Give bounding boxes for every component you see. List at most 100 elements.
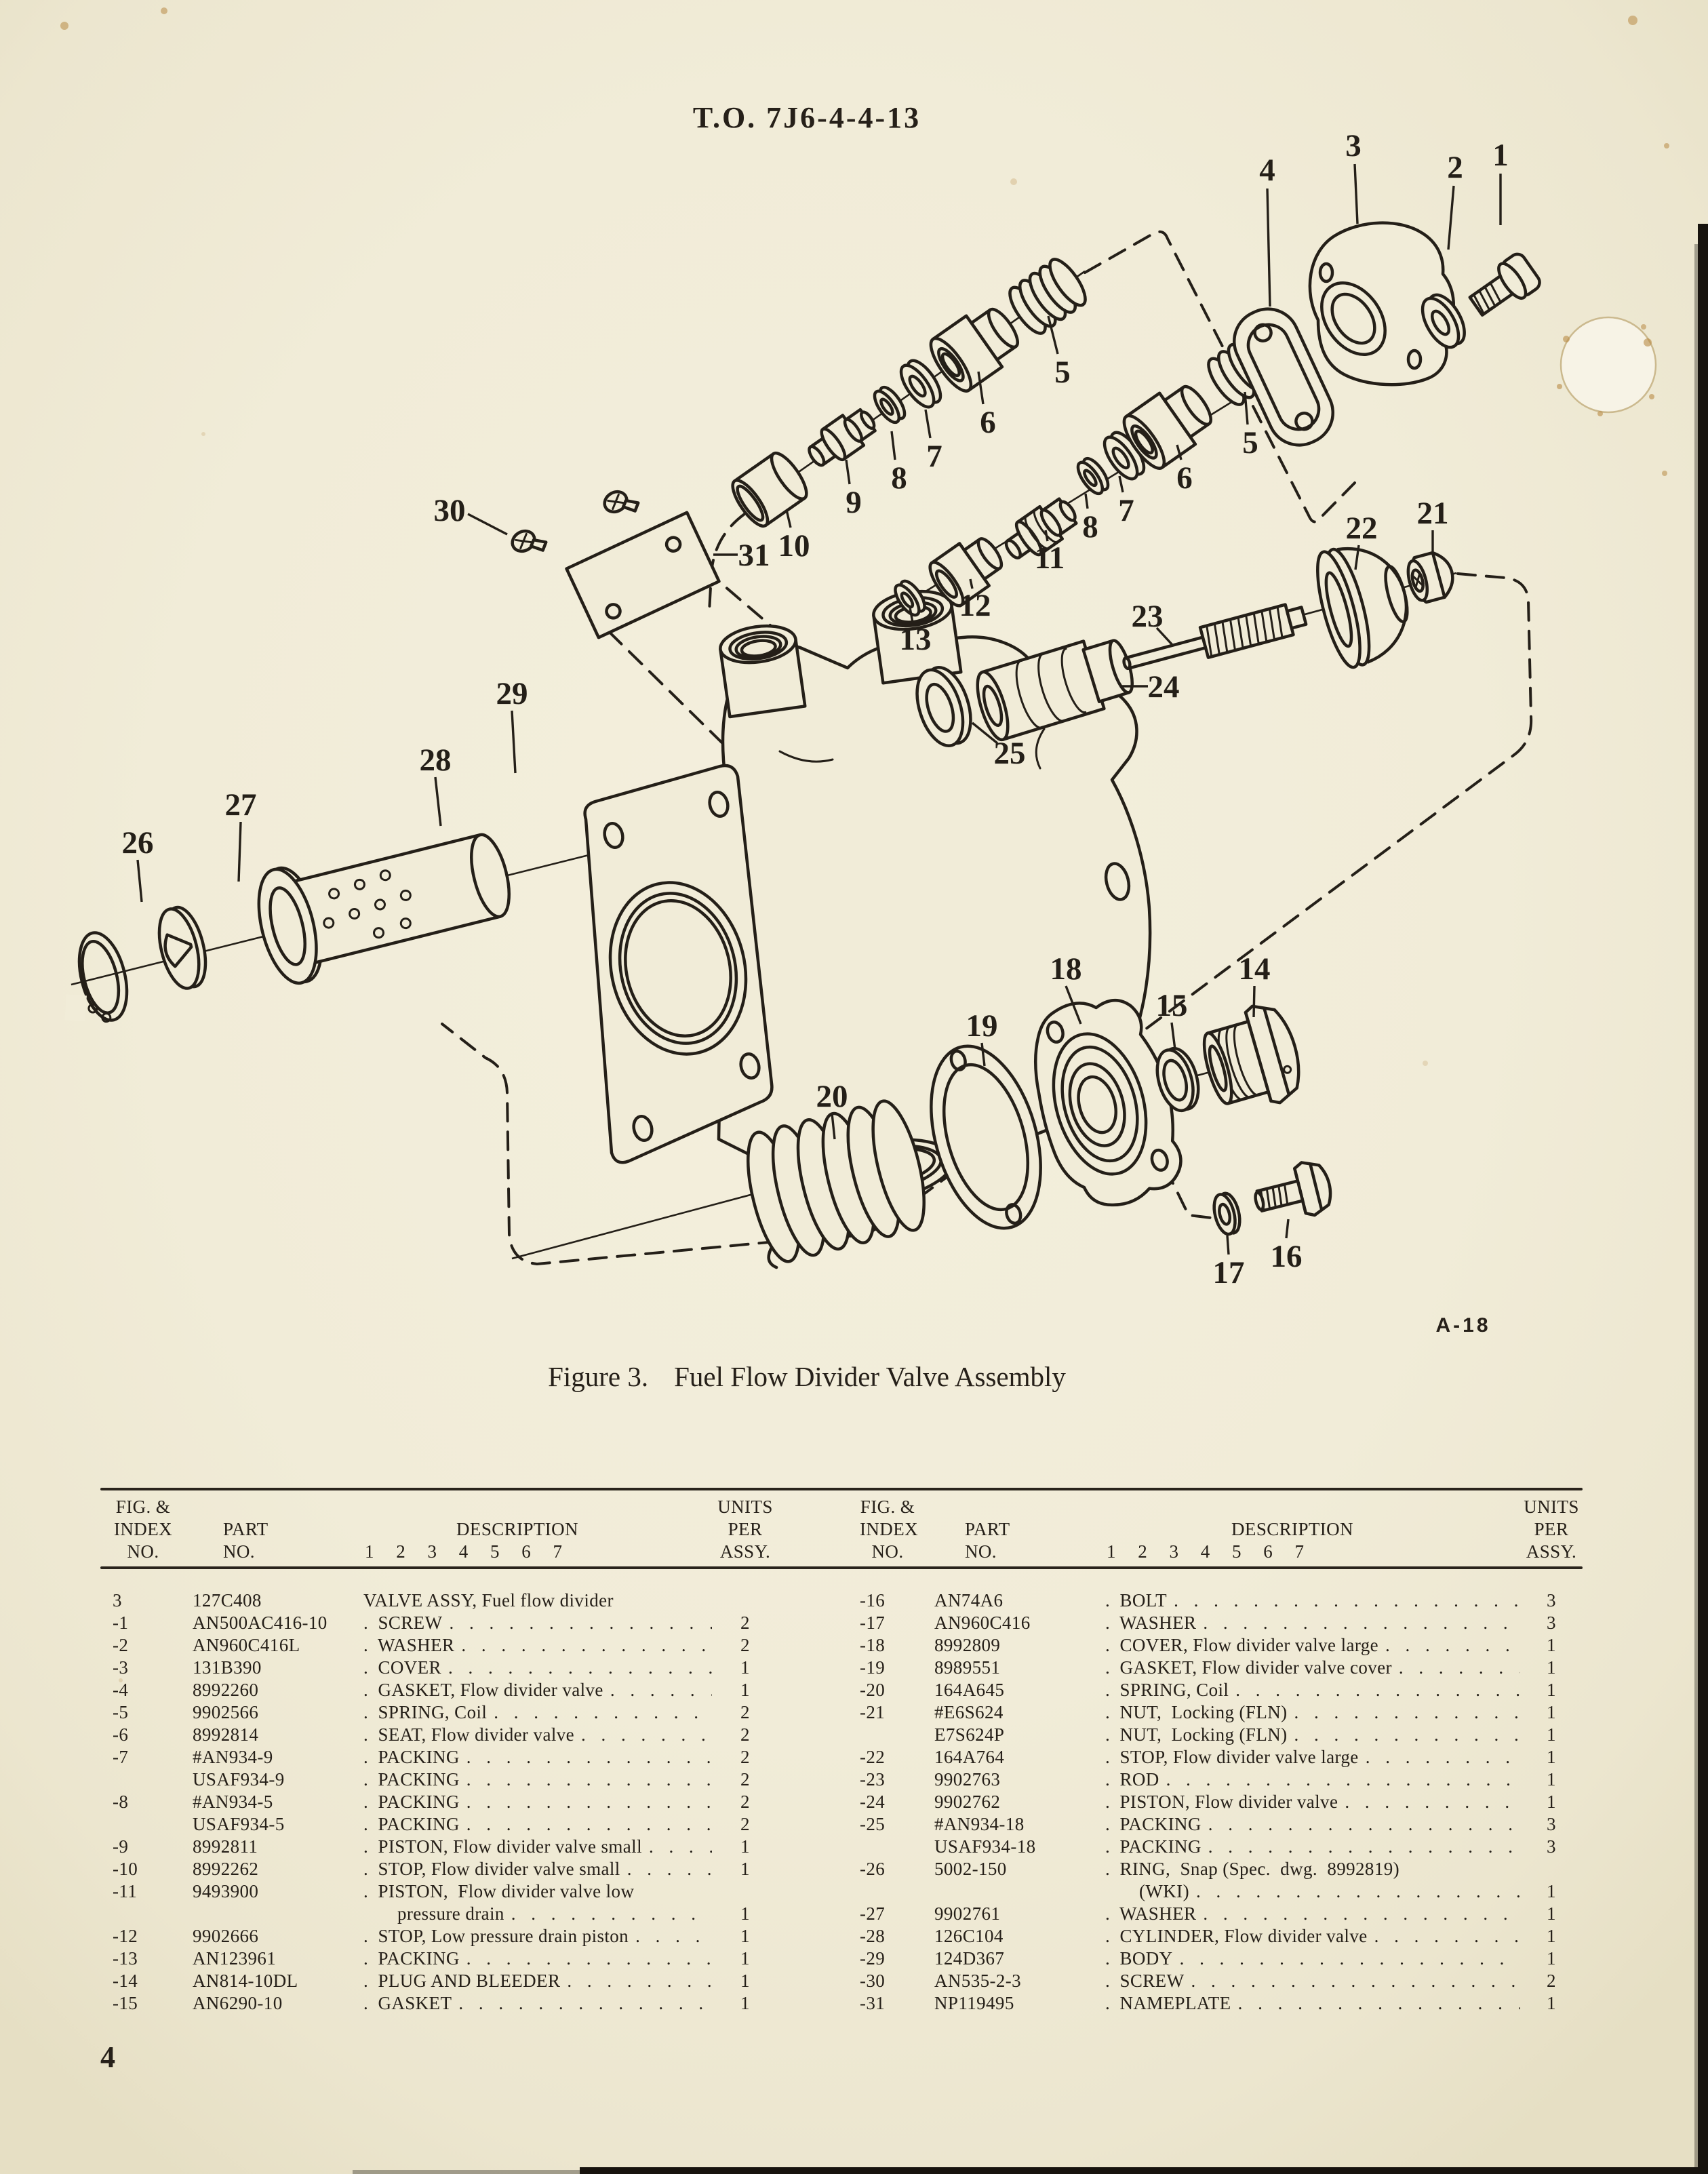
part-piston-11 xyxy=(1004,497,1078,560)
scan-edge-right xyxy=(1698,224,1708,2174)
parts-table-left: FIG. & UNITS INDEX PART DESCRIPTION PER … xyxy=(100,1496,778,2015)
callout-6: 6 xyxy=(980,405,996,440)
callout-leader-28 xyxy=(434,776,442,827)
part-rod-23 xyxy=(1122,603,1308,671)
callout-labels: 1234567891056781112132122232425262728293… xyxy=(122,128,1509,1290)
scan-edge-right-soft xyxy=(1694,244,1699,2174)
header-description-levels: 1 2 3 4 5 6 7 xyxy=(365,1541,571,1562)
callout-14: 14 xyxy=(1239,951,1271,987)
part-washer-27 xyxy=(157,905,207,990)
plate-reference: A-18 xyxy=(1435,1314,1491,1337)
callout-6: 6 xyxy=(1176,460,1193,496)
callout-8: 8 xyxy=(891,460,907,496)
callout-leader-17 xyxy=(1226,1235,1230,1255)
header-fig-index: FIG. & xyxy=(115,1497,171,1517)
callout-21: 21 xyxy=(1417,496,1449,531)
callout-9: 9 xyxy=(846,485,862,520)
callout-17: 17 xyxy=(1213,1255,1245,1290)
callout-leader-10 xyxy=(785,509,792,528)
callout-leader-5 xyxy=(1047,315,1059,355)
part-bolt-16 xyxy=(1254,1161,1332,1217)
callout-8: 8 xyxy=(1082,509,1098,545)
table-header-right: FIG. & UNITS INDEX PART DESCRIPTION PER … xyxy=(841,1496,1583,1566)
callout-7: 7 xyxy=(1118,493,1134,528)
header-part: PART xyxy=(965,1519,1010,1539)
part-gasket-15 xyxy=(1155,1046,1200,1113)
callout-27: 27 xyxy=(225,787,257,823)
part-packing-13 xyxy=(894,579,926,617)
callout-leader-7 xyxy=(924,409,932,439)
callout-leader-6 xyxy=(1176,444,1183,460)
header-units: UNITS xyxy=(717,1497,773,1517)
page-title: T.O. 7J6-4-4-13 xyxy=(692,101,921,134)
table-row: (WKI)1 xyxy=(841,1880,1583,1903)
part-cylinder-28 xyxy=(257,833,511,985)
table-row: -25#AN934-18. PACKING3 xyxy=(841,1813,1583,1836)
part-packing-7a xyxy=(899,359,942,409)
callout-leader-3 xyxy=(1353,163,1359,224)
callout-leader-12 xyxy=(969,578,974,589)
callout-2: 2 xyxy=(1447,150,1463,185)
callout-leader-2 xyxy=(1447,185,1455,250)
callout-10: 10 xyxy=(778,528,810,564)
scan-edge-bottom-soft xyxy=(353,2170,583,2174)
callout-3: 3 xyxy=(1345,128,1362,163)
part-cover-18 xyxy=(1033,998,1183,1207)
callout-leader-23 xyxy=(1155,627,1174,647)
figure-caption-title: Fuel Flow Divider Valve Assembly xyxy=(674,1361,1066,1392)
callout-leader-6 xyxy=(977,371,985,405)
callout-leader-19 xyxy=(980,1042,986,1067)
callout-30: 30 xyxy=(434,493,466,528)
part-washer-17 xyxy=(1212,1191,1242,1236)
header-units: UNITS xyxy=(1524,1497,1579,1517)
header-description-levels: 1 2 3 4 5 6 7 xyxy=(1107,1541,1313,1562)
callout-18: 18 xyxy=(1050,951,1082,987)
callout-12: 12 xyxy=(959,588,991,623)
callout-leader-13 xyxy=(909,607,914,623)
part-snap-ring-26 xyxy=(64,931,129,1023)
callout-29: 29 xyxy=(496,676,528,711)
part-spring-5a xyxy=(1008,258,1087,335)
part-gasket-4 xyxy=(1233,307,1334,447)
part-piston-9 xyxy=(808,408,877,467)
figure-caption-label: Figure 3. xyxy=(548,1361,649,1392)
table-row: -8#AN934-5. PACKING2 xyxy=(100,1791,778,1813)
part-spring-20 xyxy=(747,1099,926,1269)
callout-26: 26 xyxy=(122,825,154,861)
callout-leader-26 xyxy=(136,859,143,903)
part-screw-30a xyxy=(511,529,548,553)
callout-leader-5 xyxy=(1244,391,1249,425)
figure-caption: Figure 3. Fuel Flow Divider Valve Assembl… xyxy=(0,1360,1614,1393)
table-row: USAF934-18. PACKING3 xyxy=(841,1836,1583,1858)
callout-22: 22 xyxy=(1346,511,1378,546)
callout-11: 11 xyxy=(1035,540,1065,576)
header-description: DESCRIPTION xyxy=(1231,1519,1353,1539)
callout-leader-8 xyxy=(1084,493,1089,509)
callout-5: 5 xyxy=(1054,355,1071,390)
callout-leader-7 xyxy=(1118,475,1124,493)
part-seat-6a xyxy=(929,307,1019,393)
header-part: PART xyxy=(223,1519,269,1539)
parts-table-right: FIG. & UNITS INDEX PART DESCRIPTION PER … xyxy=(841,1496,1583,2015)
table-row: E7S624P. NUT, Locking (FLN)1 xyxy=(841,1724,1583,1746)
part-washer-2 xyxy=(1421,293,1466,349)
callout-16: 16 xyxy=(1271,1239,1303,1274)
part-piston-24 xyxy=(976,639,1134,742)
part-screw-30b xyxy=(603,490,640,514)
callout-leader-22 xyxy=(1354,545,1360,570)
header-description: DESCRIPTION xyxy=(456,1519,578,1539)
callout-28: 28 xyxy=(420,743,452,778)
